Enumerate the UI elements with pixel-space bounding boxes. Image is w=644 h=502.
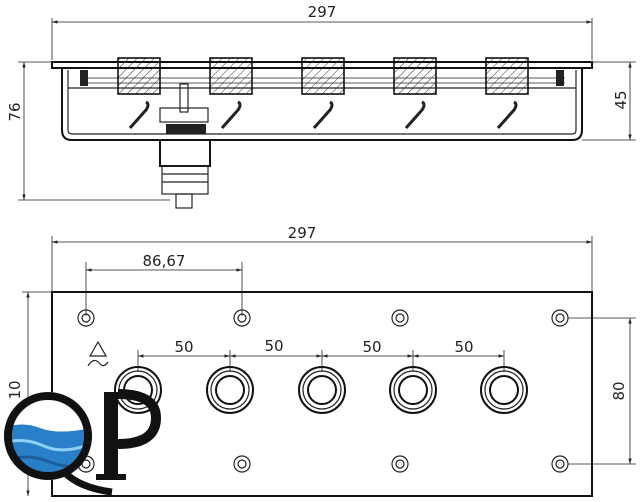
left-clip xyxy=(80,70,88,86)
mounting-hole xyxy=(391,309,409,327)
nozzle-block xyxy=(393,57,437,95)
mounting-hole xyxy=(551,309,569,327)
front-view: 297 86,67 xyxy=(6,224,636,497)
mounting-hole xyxy=(233,455,251,473)
flow-symbol xyxy=(87,340,109,367)
inlet-fitting xyxy=(159,83,211,209)
height-label: 76 xyxy=(6,102,24,121)
mounting-hole xyxy=(77,309,95,327)
nozzle-block xyxy=(117,57,161,95)
mounting-hole xyxy=(233,309,251,327)
front-width-label: 297 xyxy=(288,224,317,242)
nozzle-spacing-label: 50 xyxy=(362,338,381,356)
logo-q-ring xyxy=(4,392,92,480)
nozzle-block xyxy=(209,57,253,95)
nozzle-spacing-label: 50 xyxy=(174,338,193,356)
top-width-label: 297 xyxy=(308,3,337,21)
nozzle-openings xyxy=(114,366,528,414)
right-clip xyxy=(556,70,564,86)
nozzle-opening xyxy=(206,366,254,414)
nozzle-blocks xyxy=(117,57,529,95)
nozzle-opening xyxy=(298,366,346,414)
hole-spacing-label: 86,67 xyxy=(143,252,186,270)
hole-vertical-label: 80 xyxy=(610,381,628,400)
section-view: 297 xyxy=(6,3,636,209)
nozzle-spacing-label: 50 xyxy=(264,337,283,355)
nozzle-block xyxy=(301,57,345,95)
nozzle-spacing-dimensions: 50 50 50 50 xyxy=(137,337,505,372)
nozzle-opening xyxy=(480,366,528,414)
box-body xyxy=(61,68,583,141)
nozzle-spacing-label: 50 xyxy=(454,338,473,356)
nozzle-block xyxy=(485,57,529,95)
qp-logo xyxy=(4,389,162,496)
mounting-hole xyxy=(551,455,569,473)
depth-label: 45 xyxy=(612,90,630,109)
nozzle-opening xyxy=(389,366,437,414)
hooks xyxy=(128,100,518,129)
front-height-label: 10 xyxy=(6,380,24,399)
logo-q-tail xyxy=(61,469,113,496)
logo-p-letter xyxy=(96,389,162,480)
mounting-hole xyxy=(391,455,409,473)
